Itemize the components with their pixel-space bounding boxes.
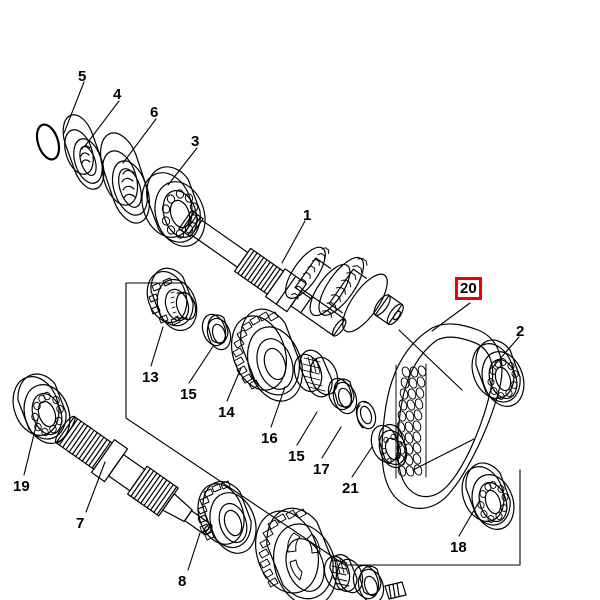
leader-lines <box>23 81 520 571</box>
callout-20-highlighted[interactable]: 20 <box>455 277 482 300</box>
callout-15-upper[interactable]: 15 <box>180 386 197 403</box>
part-20-drive-chain <box>381 323 503 509</box>
callout-2[interactable]: 2 <box>516 323 525 340</box>
callout-21[interactable]: 21 <box>342 480 359 497</box>
bottom-washer <box>352 564 385 600</box>
part-15b-washer <box>327 377 358 415</box>
part-4-oil-seal <box>62 114 105 190</box>
part-3-ball-bearing <box>141 166 206 247</box>
callout-4[interactable]: 4 <box>113 86 122 103</box>
part-8-pinion-gear <box>197 480 257 554</box>
part-13-dog-clutch-gear <box>146 267 198 332</box>
callout-3[interactable]: 3 <box>191 133 200 150</box>
callout-5[interactable]: 5 <box>78 68 87 85</box>
callout-8[interactable]: 8 <box>178 573 187 590</box>
part-1-main-axle <box>178 210 347 337</box>
callout-19[interactable]: 19 <box>13 478 30 495</box>
part-17-circlip <box>355 400 377 430</box>
callout-6[interactable]: 6 <box>150 104 159 121</box>
chain-links <box>395 363 427 479</box>
callout-1[interactable]: 1 <box>303 207 312 224</box>
main-axle-gear-cluster <box>285 246 404 333</box>
callout-18[interactable]: 18 <box>450 539 467 556</box>
part-2-ball-bearing <box>471 339 525 407</box>
callout-15-lower[interactable]: 15 <box>288 448 305 465</box>
callout-7[interactable]: 7 <box>76 515 85 532</box>
part-21-bearing <box>370 423 408 469</box>
part-5-o-ring <box>35 123 61 161</box>
callout-13[interactable]: 13 <box>142 369 159 386</box>
part-15a-washer <box>201 313 232 351</box>
callout-16[interactable]: 16 <box>261 430 278 447</box>
group-frame <box>125 282 521 566</box>
callout-14[interactable]: 14 <box>218 404 235 421</box>
callout-17[interactable]: 17 <box>313 461 330 478</box>
part-19-ball-bearing <box>12 373 71 444</box>
bottom-edge-parts <box>255 507 407 600</box>
bottom-collar <box>384 581 407 600</box>
part-14-driven-gear <box>231 308 303 402</box>
part-6-spacer <box>99 132 151 224</box>
part-18-ball-bearing <box>461 462 515 530</box>
